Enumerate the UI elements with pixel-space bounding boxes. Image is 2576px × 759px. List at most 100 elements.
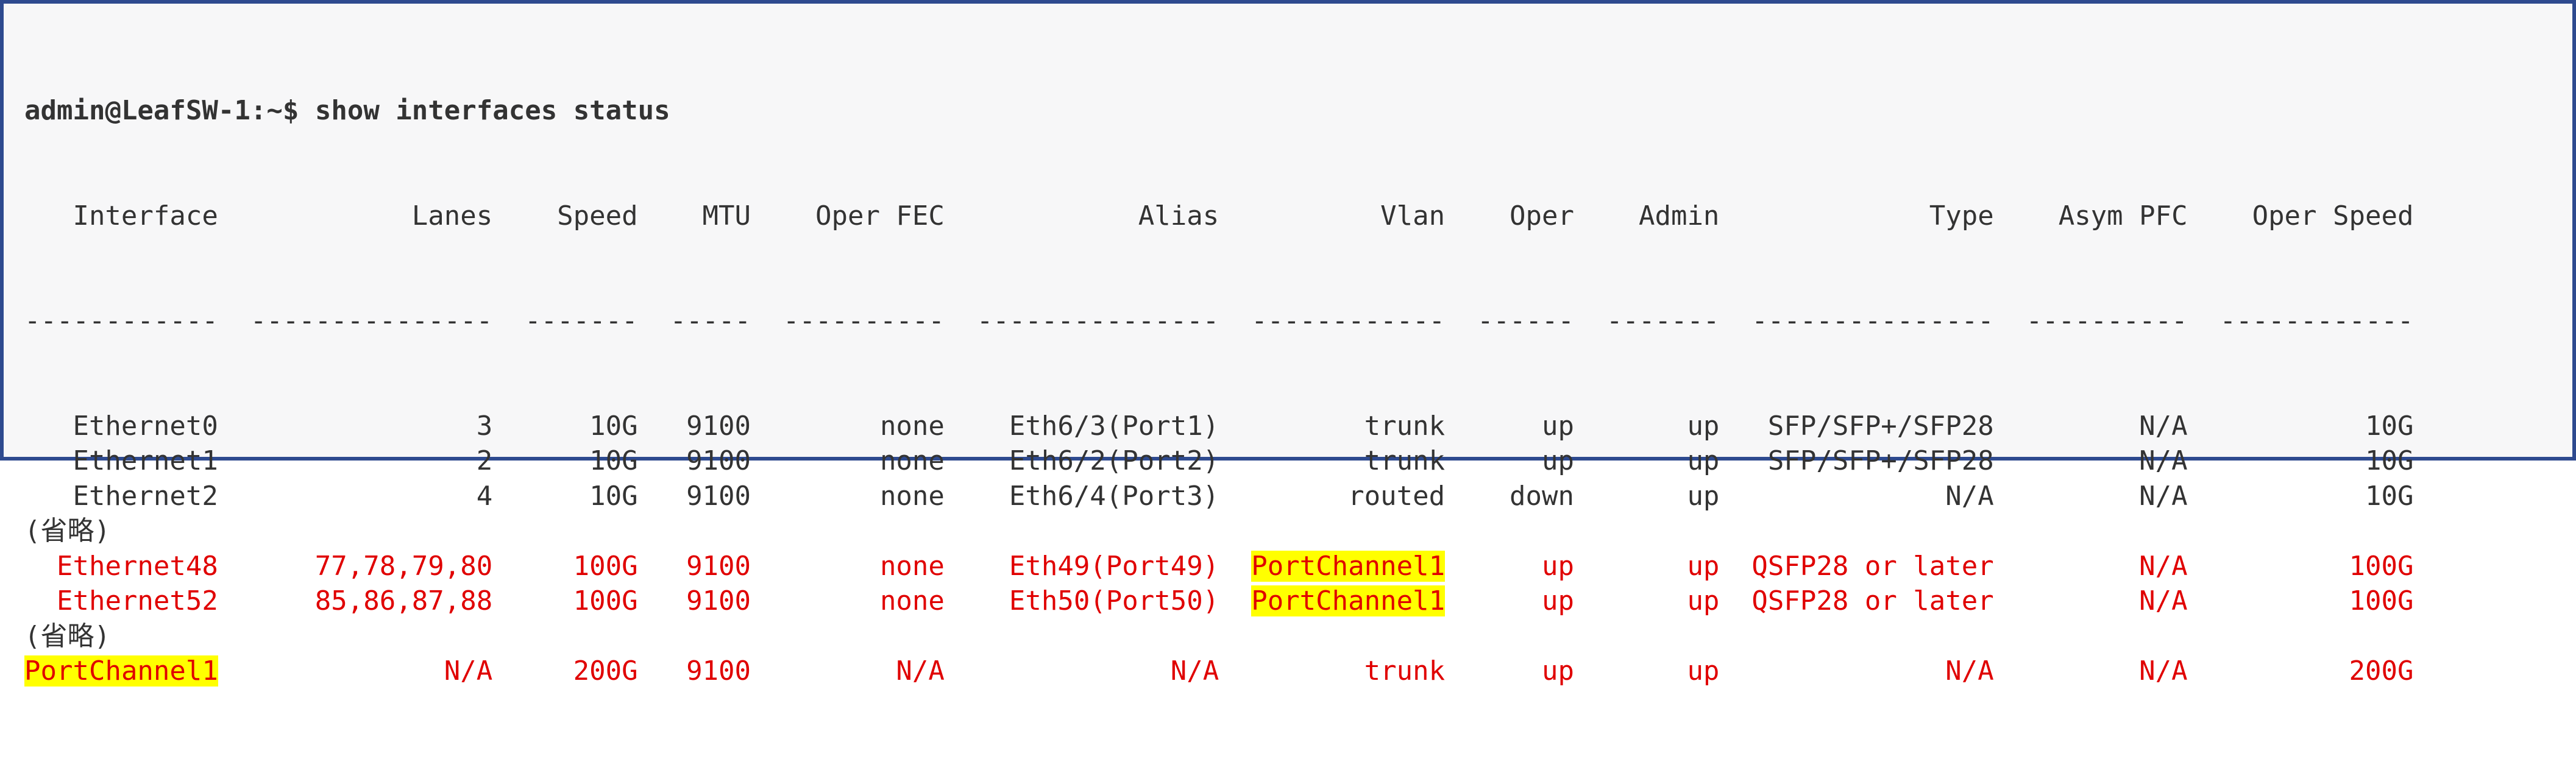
asym-pfc-text: Asym PFC bbox=[2058, 200, 2188, 231]
admin-cell: up bbox=[1574, 409, 1719, 444]
admin-text: ------- bbox=[1606, 305, 1720, 336]
table-separator: ----------------------------------------… bbox=[24, 303, 2413, 339]
mtu-text: 9100 bbox=[686, 655, 751, 687]
type-text: --------------- bbox=[1751, 305, 1994, 336]
asym-pfc-text: N/A bbox=[2139, 480, 2188, 512]
oper-fec-cell: Oper FEC bbox=[751, 199, 945, 234]
interface-text: Ethernet1 bbox=[73, 445, 218, 476]
admin-cell: up bbox=[1574, 549, 1719, 584]
asym-pfc-text: ---------- bbox=[2026, 305, 2188, 336]
mtu-cell: MTU bbox=[638, 199, 751, 234]
alias-cell: Eth6/3(Port1) bbox=[945, 409, 1219, 444]
oper-cell: up bbox=[1445, 584, 1574, 619]
admin-text: Admin bbox=[1638, 200, 1720, 231]
oper-fec-cell: none bbox=[751, 584, 945, 619]
vlan-cell: trunk bbox=[1219, 654, 1445, 689]
admin-text: up bbox=[1687, 585, 1720, 616]
alias-text: Eth49(Port49) bbox=[1009, 550, 1219, 582]
vlan-text: trunk bbox=[1364, 410, 1446, 442]
vlan-cell: routed bbox=[1219, 479, 1445, 514]
admin-cell: Admin bbox=[1574, 199, 1719, 234]
oper-text: up bbox=[1542, 550, 1575, 582]
speed-text: Speed bbox=[557, 200, 638, 231]
oper-fec-cell: ---------- bbox=[751, 303, 945, 339]
speed-text: ------- bbox=[525, 305, 638, 336]
type-cell: --------------- bbox=[1719, 303, 1993, 339]
oper-speed-text: 10G bbox=[2365, 410, 2414, 442]
oper-text: up bbox=[1542, 445, 1575, 476]
oper-fec-text: none bbox=[879, 445, 945, 476]
mtu-text: 9100 bbox=[686, 550, 751, 582]
interface-cell: Ethernet48 bbox=[24, 549, 218, 584]
asym-pfc-text: N/A bbox=[2139, 410, 2188, 442]
admin-cell: up bbox=[1574, 479, 1719, 514]
admin-text: up bbox=[1687, 480, 1720, 512]
oper-fec-cell: none bbox=[751, 409, 945, 444]
oper-text: Oper bbox=[1510, 200, 1575, 231]
lanes-text: N/A bbox=[444, 655, 493, 687]
oper-cell: down bbox=[1445, 479, 1574, 514]
mtu-cell: 9100 bbox=[638, 654, 751, 689]
oper-fec-text: none bbox=[879, 410, 945, 442]
admin-text: up bbox=[1687, 445, 1720, 476]
mtu-text: 9100 bbox=[686, 410, 751, 442]
vlan-cell: PortChannel1 bbox=[1219, 584, 1446, 619]
speed-text: 10G bbox=[589, 445, 638, 476]
speed-text: 100G bbox=[573, 550, 638, 582]
oper-text: ------ bbox=[1477, 305, 1575, 336]
lanes-text: Lanes bbox=[411, 200, 493, 231]
interface-text: Ethernet2 bbox=[73, 480, 218, 512]
type-cell: Type bbox=[1719, 199, 1994, 234]
interface-cell: Ethernet1 bbox=[24, 443, 218, 479]
oper-fec-cell: none bbox=[751, 479, 945, 514]
type-cell: SFP/SFP+/SFP28 bbox=[1719, 409, 1994, 444]
terminal-frame: admin@LeafSW-1:~$ show interfaces status… bbox=[0, 0, 2576, 687]
interface-text: Ethernet0 bbox=[73, 410, 218, 442]
asym-pfc-cell: N/A bbox=[1994, 443, 2188, 479]
oper-cell: Oper bbox=[1445, 199, 1574, 234]
lanes-text: 77,78,79,80 bbox=[314, 550, 493, 582]
vlan-text: trunk bbox=[1364, 655, 1446, 687]
asym-pfc-text: N/A bbox=[2139, 585, 2188, 616]
lanes-cell: N/A bbox=[218, 654, 492, 689]
speed-cell: 100G bbox=[492, 584, 638, 619]
alias-text: Eth50(Port50) bbox=[1009, 585, 1219, 616]
type-text: QSFP28 or later bbox=[1751, 585, 1994, 616]
mtu-text: ----- bbox=[670, 305, 751, 336]
alias-text: Alias bbox=[1138, 200, 1219, 231]
admin-text: up bbox=[1687, 410, 1720, 442]
oper-speed-text: ------------ bbox=[2219, 305, 2414, 336]
admin-cell: ------- bbox=[1574, 303, 1719, 339]
type-text: SFP/SFP+/SFP28 bbox=[1767, 410, 1994, 442]
lanes-text: 85,86,87,88 bbox=[314, 585, 493, 616]
vlan-text: PortChannel1 bbox=[1251, 550, 1446, 582]
command-line: admin@LeafSW-1:~$ show interfaces status bbox=[24, 93, 2413, 129]
oper-text: up bbox=[1542, 655, 1575, 687]
oper-fec-text: ---------- bbox=[783, 305, 945, 336]
lanes-cell: 3 bbox=[218, 409, 493, 444]
mtu-cell: 9100 bbox=[638, 584, 751, 619]
asym-pfc-cell: N/A bbox=[1994, 549, 2187, 584]
alias-cell: Eth6/4(Port3) bbox=[945, 479, 1219, 514]
vlan-text: ------------ bbox=[1251, 305, 1446, 336]
mtu-text: 9100 bbox=[686, 585, 751, 616]
type-cell: QSFP28 or later bbox=[1719, 584, 1993, 619]
lanes-cell: Lanes bbox=[218, 199, 492, 234]
omitted-marker: (省略) bbox=[24, 620, 110, 652]
vlan-text: routed bbox=[1348, 480, 1446, 512]
interface-cell: PortChannel1 bbox=[24, 654, 218, 689]
oper-fec-text: none bbox=[879, 480, 945, 512]
asym-pfc-text: N/A bbox=[2139, 445, 2188, 476]
speed-text: 200G bbox=[573, 655, 638, 687]
terminal-output[interactable]: admin@LeafSW-1:~$ show interfaces status… bbox=[24, 23, 2413, 759]
mtu-text: MTU bbox=[702, 200, 751, 231]
oper-text: down bbox=[1510, 480, 1575, 512]
oper-text: up bbox=[1542, 410, 1575, 442]
speed-cell: 10G bbox=[492, 443, 637, 479]
lanes-cell: 2 bbox=[218, 443, 493, 479]
oper-cell: up bbox=[1445, 409, 1574, 444]
